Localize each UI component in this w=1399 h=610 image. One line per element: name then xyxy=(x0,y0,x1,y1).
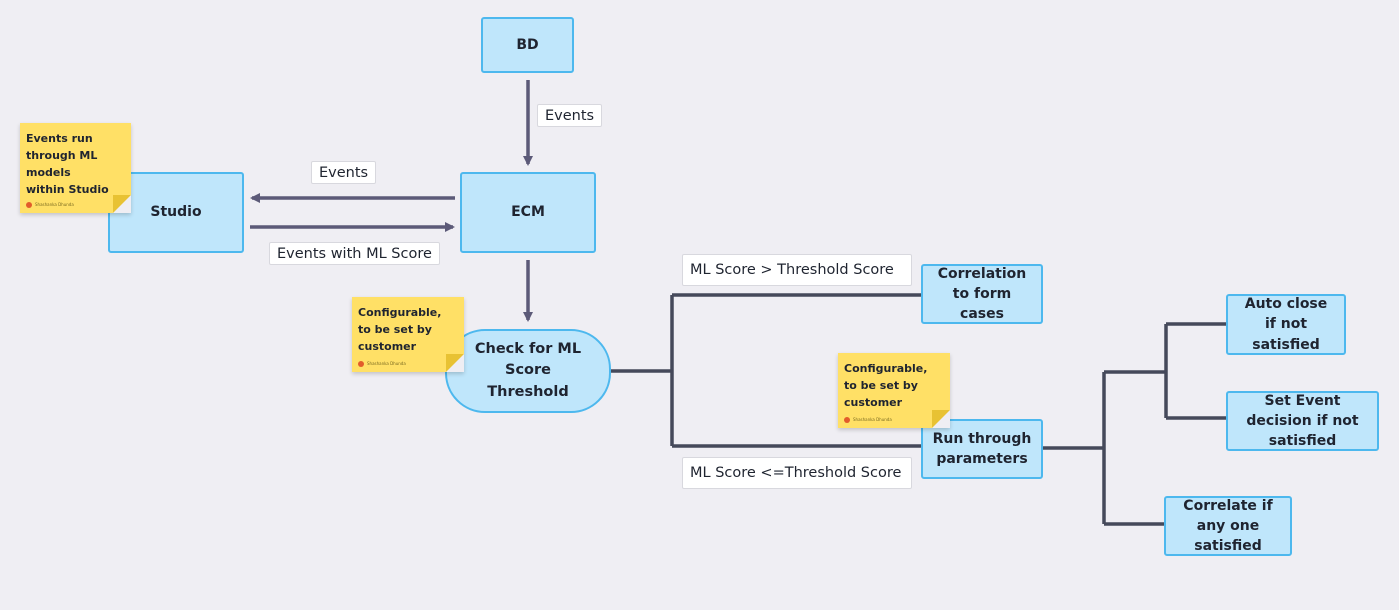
connector-check-branch[interactable] xyxy=(610,293,921,448)
label-bd-events[interactable]: Events xyxy=(537,104,603,127)
node-correlate-any[interactable]: Correlate if any one satisfied xyxy=(1164,496,1292,556)
sticky-run-text: Configurable, to be set by customer xyxy=(844,362,928,410)
sticky-author: Shashanka Dhunda xyxy=(358,361,406,367)
label-events-ml-score[interactable]: Events with ML Score xyxy=(269,242,440,265)
label-above-threshold[interactable]: ML Score > Threshold Score xyxy=(682,254,912,286)
author-avatar xyxy=(26,202,32,208)
sticky-author: Shashanka Dhunda xyxy=(26,202,74,208)
node-run-through[interactable]: Run through parameters xyxy=(921,419,1043,479)
sticky-studio-text: Events run through ML models within Stud… xyxy=(26,132,109,197)
sticky-fold-icon xyxy=(113,195,131,213)
sticky-check-note[interactable]: Configurable, to be set by customer Shas… xyxy=(352,297,464,372)
author-name: Shashanka Dhunda xyxy=(35,202,74,207)
sticky-fold-icon xyxy=(446,354,464,372)
sticky-check-text: Configurable, to be set by customer xyxy=(358,306,442,354)
sticky-author: Shashanka Dhunda xyxy=(844,417,892,423)
node-set-event[interactable]: Set Event decision if not satisfied xyxy=(1226,391,1379,451)
sticky-run-note[interactable]: Configurable, to be set by customer Shas… xyxy=(838,353,950,428)
connector-sub-branch[interactable] xyxy=(1164,322,1226,420)
label-ecm-events[interactable]: Events xyxy=(311,161,377,184)
node-correlation[interactable]: Correlation to form cases xyxy=(921,264,1043,324)
node-ecm[interactable]: ECM xyxy=(460,172,596,253)
author-avatar xyxy=(358,361,364,367)
label-below-threshold[interactable]: ML Score <=Threshold Score xyxy=(682,457,912,489)
author-avatar xyxy=(844,417,850,423)
sticky-fold-icon xyxy=(932,410,950,428)
connector-run-branch[interactable] xyxy=(1042,370,1166,526)
node-check-threshold[interactable]: Check for ML Score Threshold xyxy=(445,329,611,413)
node-auto-close[interactable]: Auto close if not satisfied xyxy=(1226,294,1346,355)
author-name: Shashanka Dhunda xyxy=(853,417,892,422)
sticky-studio-note[interactable]: Events run through ML models within Stud… xyxy=(20,123,131,213)
author-name: Shashanka Dhunda xyxy=(367,361,406,366)
node-bd[interactable]: BD xyxy=(481,17,574,73)
